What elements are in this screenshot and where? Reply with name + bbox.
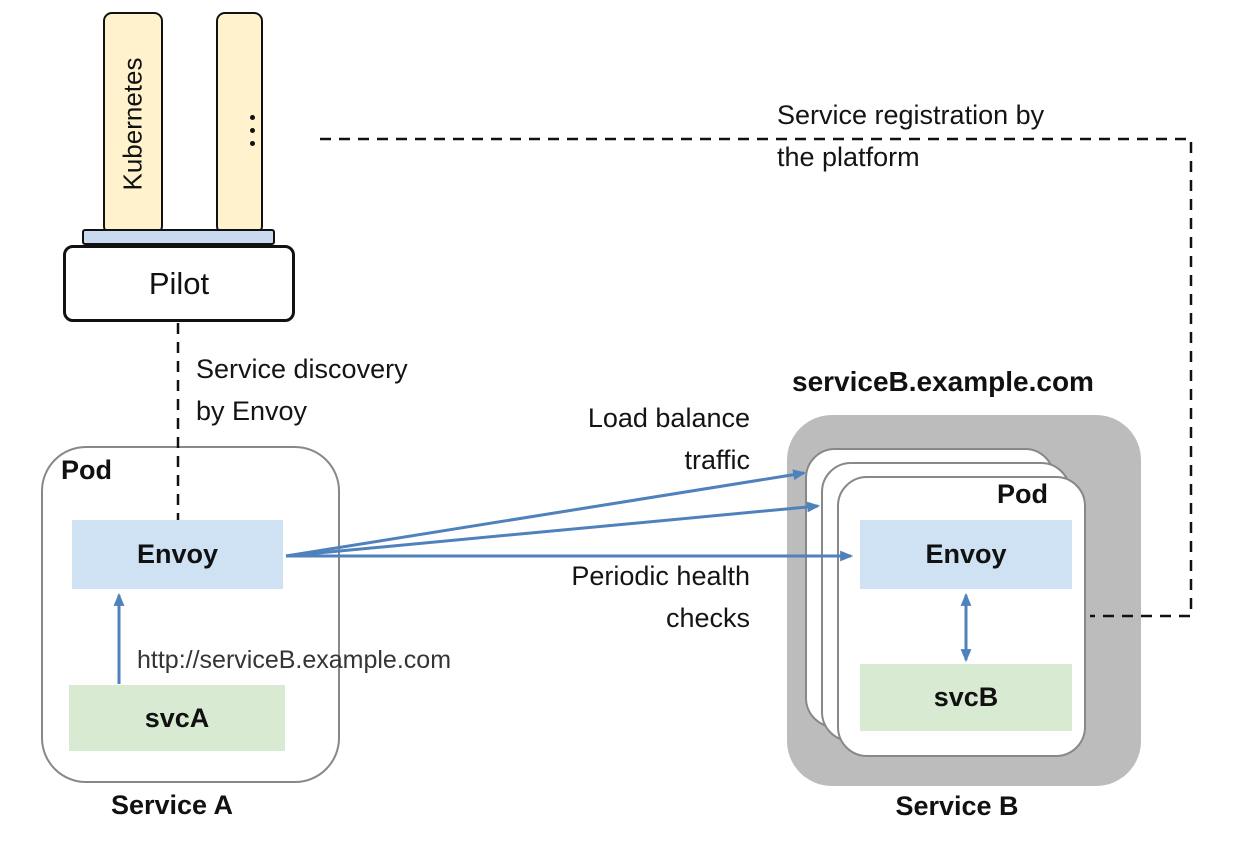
load-balance-arrow-2 <box>285 501 821 558</box>
platform-base-bar <box>82 229 275 245</box>
service-b-envoy-box: Envoy <box>860 520 1072 589</box>
health-checks-line2: checks <box>665 603 750 633</box>
kubernetes-label: Kubernetes <box>117 57 148 190</box>
kubernetes-adapter-bar: Kubernetes <box>103 12 163 235</box>
other-adapter-bar <box>216 12 263 235</box>
load-balance-arrow-1 <box>285 469 807 558</box>
service-discovery-note: Service discovery by Envoy <box>196 348 408 432</box>
service-a-pod-label: Pod <box>61 455 112 485</box>
svca-label: svcA <box>144 702 210 733</box>
load-balance-line1: Load balance <box>587 403 750 433</box>
svcb-label: svcB <box>933 682 999 712</box>
pilot-label: Pilot <box>148 265 210 301</box>
service-discovery-line2: by Envoy <box>196 396 308 426</box>
service-b-dns-title: serviceB.example.com <box>792 366 1094 397</box>
service-b-caption: Service B <box>895 791 1019 821</box>
load-balance-line2: traffic <box>684 445 750 475</box>
service-registration-note: Service registration by the platform <box>777 94 1044 178</box>
pilot-box: Pilot <box>63 245 295 322</box>
service-a-envoy-box: Envoy <box>72 520 283 589</box>
service-a-envoy-label: Envoy <box>136 539 219 569</box>
service-b-envoy-label: Envoy <box>925 539 1007 569</box>
vertical-ellipsis-icon <box>250 115 255 146</box>
service-b-pod-label: Pod <box>997 479 1048 509</box>
svca-box: svcA <box>69 685 285 751</box>
service-registration-line2: the platform <box>777 142 920 172</box>
service-a-caption: Service A <box>110 790 234 820</box>
load-balance-note: Load balance traffic <box>500 397 750 481</box>
health-checks-note: Periodic health checks <box>500 555 750 639</box>
request-url-label: http://serviceB.example.com <box>137 646 452 674</box>
service-discovery-line1: Service discovery <box>196 354 408 384</box>
service-registration-line1: Service registration by <box>777 100 1045 130</box>
health-checks-line1: Periodic health <box>571 561 750 591</box>
svcb-box: svcB <box>860 664 1072 731</box>
